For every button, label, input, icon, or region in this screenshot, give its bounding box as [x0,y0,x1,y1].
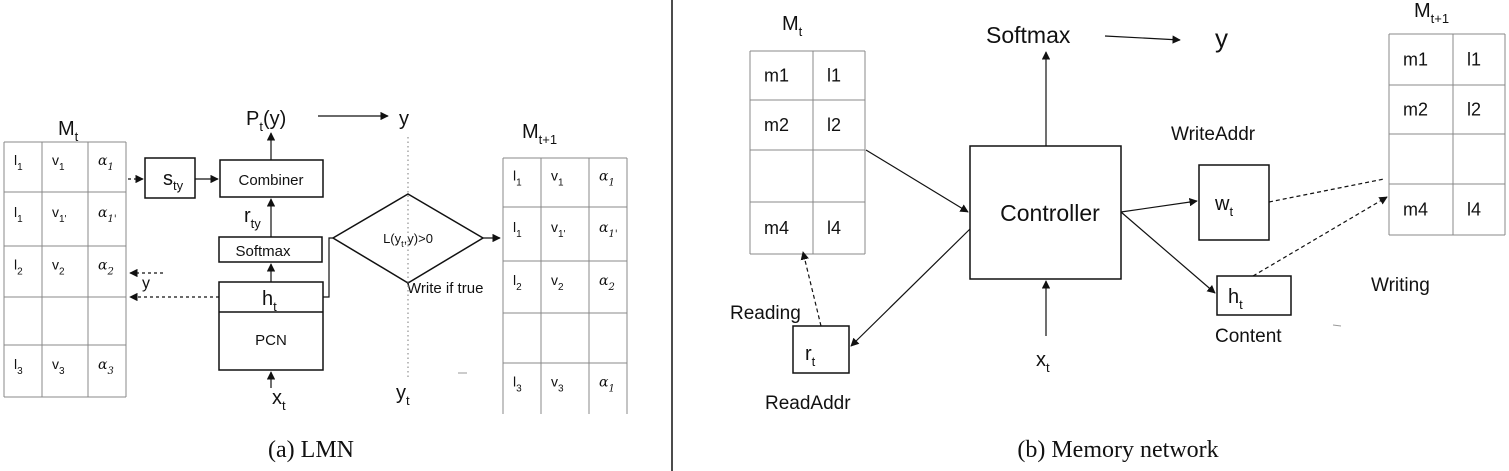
table-cell: v1' [551,219,566,240]
y-t-label: yt [396,382,410,408]
arrow-mem-to-controller [865,149,969,213]
lmn-softmax-label: Softmax [235,243,291,260]
memnet-h-t-label: ht [1228,286,1243,312]
table-cell: l2 [827,115,841,135]
table-cell: α1' [98,205,117,225]
memnet-caption: (b) Memory network [1017,437,1218,463]
memnet-memory-right: m1 l1 m2 l2 m4 l4 [1388,33,1506,236]
table-cell: v1 [551,168,564,189]
table-cell: v1 [52,152,65,173]
read-addr-label: ReadAddr [765,393,851,414]
write-condition-diamond [331,193,485,284]
table-cell: l1 [827,66,841,86]
table-cell: m1 [1403,50,1428,70]
table-cell: m2 [764,115,789,135]
reading-label: Reading [730,303,801,324]
table-cell: l2 [14,257,23,278]
connector-ht-to-diamond [323,237,333,298]
memnet-softmax-label: Softmax [986,22,1071,48]
table-cell: v2 [551,272,564,293]
content-label: Content [1215,326,1282,347]
lmn-mem-right-label: Mt+1 [522,121,557,147]
arrow-controller-to-ht [1120,211,1216,294]
arrow-controller-to-wt [1120,197,1198,213]
lmn-memory-right: l1 v1 α1 l1 v1' α1' l2 v2 α2 l3 v3 α1 [502,157,628,414]
lmn-panel: l1 v1 α1 l1 v1' α1' l2 v2 α2 l3 v3 α3 Mt l1 v1 α1 l1 v1… [3,108,628,463]
table-cell: v3 [551,374,564,395]
s-ty-label: sty [163,168,184,193]
memnet-panel: m1 l1 m2 l2 m4 l4 Mt m1 l1 m2 l2 m4 l4 Mt+1 Softma… [730,0,1506,463]
table-cell: l3 [14,356,23,377]
table-cell: l1 [513,219,522,240]
diamond-label: L(yt,y)>0 [383,231,433,249]
table-cell: l1 [513,168,522,189]
writing-label: Writing [1371,275,1430,296]
memnet-memory-left: m1 l1 m2 l2 m4 l4 [749,50,866,255]
memnet-speck [1332,324,1342,327]
memnet-x-t-label: xt [1036,349,1050,375]
table-cell: l2 [513,272,522,293]
r-t-box [792,325,850,374]
lmn-y-top: y [399,108,409,130]
s-ty-box [144,157,196,199]
p-t-y-label: Pt(y) [246,108,286,134]
memnet-mem-right-label: Mt+1 [1414,0,1449,26]
table-cell: l4 [1467,200,1481,220]
w-t-box [1198,164,1270,241]
combiner-label: Combiner [238,172,303,189]
table-cell: m4 [764,218,789,238]
table-cell: α1 [599,375,615,395]
lmn-caption: (a) LMN [268,437,354,463]
write-if-true-label: Write if true [407,280,483,297]
lmn-memory-left: l1 v1 α1 l1 v1' α1' l2 v2 α2 l3 v3 α3 [3,141,127,398]
memnet-mem-left-label: Mt [782,13,803,39]
r-t-label: rt [805,343,816,369]
table-cell: l4 [827,218,841,238]
table-cell: α3 [98,357,114,377]
table-cell: α1 [599,169,615,189]
lmn-x-t-label: xt [272,387,286,413]
table-cell: l2 [1467,100,1481,120]
arrow-softmax-to-y [1104,35,1181,44]
write-addr-label: WriteAddr [1171,124,1256,145]
pcn-label: PCN [255,332,287,349]
arrow-controller-to-rt [850,228,971,347]
memnet-y-label: y [1215,23,1228,53]
table-cell: m2 [1403,100,1428,120]
table-cell: m1 [764,66,789,86]
table-cell: v2 [52,257,65,278]
table-cell: v3 [52,356,65,377]
controller-label: Controller [1000,200,1100,226]
lmn-h-t-label: ht [262,288,277,314]
dashed-ht-to-mem [1252,196,1388,277]
table-cell: v1' [52,204,67,225]
r-ty-label: rty [244,205,261,231]
table-cell: l1 [14,152,23,173]
table-cell: m4 [1403,200,1428,220]
lmn-y-left: y [142,275,150,292]
table-cell: l1 [1467,50,1481,70]
lmn-mem-left-label: Mt [58,118,79,144]
table-cell: l1 [14,204,23,225]
table-cell: α1 [98,153,114,173]
table-cell: α2 [599,273,615,293]
table-cell: l3 [513,374,522,395]
table-cell: α1' [599,220,618,240]
dashed-rt-to-mem [800,251,822,327]
table-cell: α2 [98,258,114,278]
w-t-label: wt [1214,193,1233,219]
dashed-wt-to-mem [1268,178,1385,203]
